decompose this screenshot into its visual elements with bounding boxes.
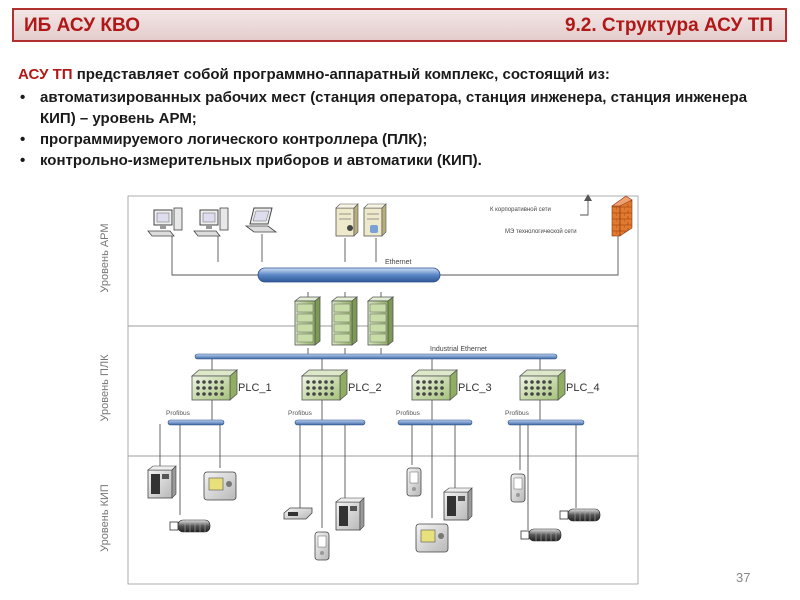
ethernet-bus-label: Ethernet bbox=[385, 259, 412, 266]
kip-meter-2-icon bbox=[415, 523, 449, 553]
kip-meter-1-icon bbox=[203, 471, 237, 501]
corporate-network-label: К корпоративной сети bbox=[490, 206, 551, 213]
laptop-icon bbox=[244, 207, 278, 233]
bullet-plc: программируемого логического контроллера… bbox=[18, 129, 778, 150]
industrial-ethernet-label: Industrial Ethernet bbox=[430, 346, 487, 353]
kip-handheld-2-icon bbox=[406, 467, 422, 497]
intro-lead: АСУ ТП представляет собой программно-апп… bbox=[18, 64, 778, 85]
workstation-2-icon bbox=[193, 207, 229, 237]
kip-handheld-1-icon bbox=[314, 531, 330, 561]
profibus-bus-2 bbox=[294, 419, 366, 426]
plc-2-label: PLC_2 bbox=[348, 382, 382, 394]
profibus-buses bbox=[167, 419, 585, 426]
kip-handheld-3-icon bbox=[510, 473, 526, 503]
server-1-icon bbox=[335, 203, 359, 237]
plc-1-label: PLC_1 bbox=[238, 382, 272, 394]
intro-lead-rest: представляет собой программно-аппаратный… bbox=[72, 66, 610, 83]
plc-3-label: PLC_3 bbox=[458, 382, 492, 394]
slide-title: 9.2. Структура АСУ ТП bbox=[564, 15, 773, 36]
industrial-ethernet-bus bbox=[194, 353, 558, 360]
kip-sensor-2-icon bbox=[520, 528, 562, 542]
intro-text: АСУ ТП представляет собой программно-апп… bbox=[18, 64, 778, 171]
plc-server-1-icon bbox=[294, 296, 321, 346]
level-label-plc: Уровень ПЛК bbox=[99, 354, 111, 422]
plc-3-icon bbox=[411, 369, 458, 401]
kip-sensor-3-icon bbox=[559, 508, 601, 522]
profibus-label-1: Profibus bbox=[166, 410, 191, 417]
plc-2-icon bbox=[301, 369, 348, 401]
plc-server-3-icon bbox=[367, 296, 394, 346]
intro-bullets: автоматизированных рабочих мест (станция… bbox=[18, 87, 778, 171]
firewall-icon bbox=[611, 195, 633, 237]
level-label-kip: Уровень КИП bbox=[99, 484, 111, 552]
kip-level-frame bbox=[127, 455, 639, 585]
intro-highlight: АСУ ТП bbox=[18, 66, 73, 83]
page-number: 37 bbox=[736, 570, 751, 585]
kip-sensor-1-icon bbox=[169, 519, 211, 533]
profibus-label-3: Profibus bbox=[396, 410, 421, 417]
profibus-bus-3 bbox=[397, 419, 473, 426]
kip-cabinet-3-icon bbox=[443, 487, 473, 521]
slide-header: ИБ АСУ КВО 9.2. Структура АСУ ТП bbox=[12, 8, 787, 42]
bullet-arm: автоматизированных рабочих мест (станция… bbox=[18, 87, 778, 129]
plc-1-icon bbox=[191, 369, 238, 401]
course-title: ИБ АСУ КВО bbox=[24, 15, 141, 36]
workstation-1-icon bbox=[147, 207, 183, 237]
level-label-arm: Уровень АРМ bbox=[99, 223, 111, 292]
plc-level-frame bbox=[127, 325, 639, 457]
network-links bbox=[159, 196, 619, 530]
arm-level-frame bbox=[127, 195, 639, 327]
profibus-bus-1 bbox=[167, 419, 225, 426]
kip-cabinet-2-icon bbox=[335, 497, 365, 531]
firewall-label: МЭ технологической сети bbox=[505, 228, 577, 235]
plc-server-2-icon bbox=[331, 296, 358, 346]
plc-4-label: PLC_4 bbox=[566, 382, 600, 394]
profibus-label-4: Profibus bbox=[505, 410, 530, 417]
kip-flat-device-icon bbox=[283, 507, 313, 520]
ethernet-bus bbox=[257, 267, 441, 283]
plc-4-icon bbox=[519, 369, 566, 401]
profibus-bus-4 bbox=[507, 419, 585, 426]
level-frames bbox=[127, 195, 639, 585]
server-2-icon bbox=[363, 203, 387, 237]
kip-cabinet-1-icon bbox=[147, 465, 177, 499]
bullet-kip: контрольно-измерительных приборов и авто… bbox=[18, 150, 778, 171]
profibus-label-2: Profibus bbox=[288, 410, 313, 417]
